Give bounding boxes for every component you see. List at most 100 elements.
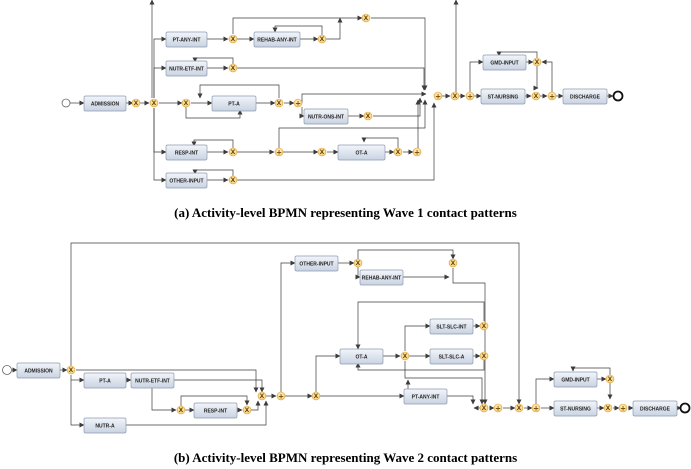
gateway-exclusive: X: [448, 258, 458, 268]
gateway-exclusive: X: [257, 391, 267, 401]
svg-text:X: X: [396, 149, 401, 156]
diagram-a: ADMISSION PT-ANY-INT REHAB-ANY-INT NUTR-…: [61, 0, 624, 189]
gateway-exclusive: X: [66, 365, 76, 375]
task-st-nursing-b: ST-NURSING: [553, 400, 598, 417]
gateways-b: X X X X + X X X X X X X + X + X X +: [66, 258, 628, 415]
task-label: ST-NURSING: [560, 407, 591, 413]
task-label: ADMISSION: [24, 369, 53, 375]
task-label: PT-ANY-INT: [173, 38, 201, 44]
svg-text:X: X: [320, 36, 325, 43]
gateway-exclusive: X: [228, 34, 238, 44]
task-label: NUTR-A: [95, 424, 115, 430]
task-admission-b: ADMISSION: [16, 362, 61, 379]
svg-text:X: X: [260, 393, 265, 400]
gateway-parallel: +: [531, 403, 541, 413]
svg-text:X: X: [134, 100, 139, 107]
gateway-parallel: +: [293, 98, 303, 108]
gateway-exclusive: X: [311, 391, 321, 401]
svg-text:X: X: [453, 93, 458, 100]
gateway-exclusive: X: [361, 13, 371, 23]
svg-text:X: X: [534, 93, 539, 100]
gateway-exclusive: X: [149, 98, 159, 108]
task-other-input-b: OTHER-INPUT: [294, 255, 339, 272]
svg-text:X: X: [231, 36, 236, 43]
gateway-exclusive: X: [176, 405, 186, 415]
svg-text:X: X: [517, 405, 522, 412]
gateway-exclusive: X: [400, 351, 410, 361]
gateway-parallel: +: [274, 147, 284, 157]
task-nutr-etf-int-b: NUTR-ETF-INT: [130, 372, 175, 389]
task-label: RESP-INT: [175, 151, 198, 157]
svg-text:X: X: [606, 405, 611, 412]
task-label: NUTR-ETF-INT: [169, 67, 204, 73]
svg-text:+: +: [278, 393, 284, 401]
task-pt-a-a: PT-A: [211, 95, 257, 112]
gateway-exclusive: X: [317, 147, 327, 157]
svg-text:X: X: [245, 407, 250, 414]
gateway-exclusive: X: [274, 98, 284, 108]
task-gmd-input-a: GMD-INPUT: [482, 54, 527, 71]
gateway-parallel: +: [493, 403, 503, 413]
svg-text:+: +: [435, 93, 441, 101]
diagram-b: ADMISSION PT-A NUTR-ETF-INT RESP-INT NUT…: [2, 242, 691, 434]
task-label: GMD-INPUT: [561, 378, 589, 384]
gateway-parallel: +: [276, 391, 286, 401]
gateway-parallel: +: [412, 147, 422, 157]
gateway-exclusive: X: [605, 374, 615, 384]
task-nutr-a-b: NUTR-A: [83, 417, 127, 434]
end-event-a: [612, 90, 624, 102]
task-nutr-etf-int-a: NUTR-ETF-INT: [165, 60, 208, 77]
task-label: SLT-SLC-INT: [436, 325, 466, 331]
gateway-parallel: +: [465, 91, 475, 101]
task-label: DISCHARGE: [570, 95, 601, 101]
gateway-exclusive: X: [131, 98, 141, 108]
task-ot-a-b: OT-A: [339, 348, 384, 365]
svg-text:+: +: [276, 149, 282, 157]
task-label: GMD-INPUT: [490, 61, 518, 67]
start-event-b: [2, 365, 12, 375]
gateway-exclusive: X: [532, 57, 542, 67]
svg-text:X: X: [608, 376, 613, 383]
svg-text:+: +: [620, 405, 626, 413]
task-slt-slc-int-b: SLT-SLC-INT: [429, 318, 474, 335]
end-event-b: [679, 402, 691, 414]
task-ot-a-a: OT-A: [337, 144, 386, 161]
task-label: RESP-INT: [204, 409, 227, 415]
svg-text:X: X: [535, 59, 540, 66]
svg-text:X: X: [364, 15, 369, 22]
svg-text:X: X: [184, 100, 189, 107]
gateway-exclusive: X: [479, 321, 489, 331]
svg-text:X: X: [482, 405, 487, 412]
task-rehab-any-int-a: REHAB-ANY-INT: [253, 31, 301, 48]
svg-text:X: X: [320, 149, 325, 156]
gateway-exclusive: X: [514, 403, 524, 413]
task-label: NUTR-ETF-INT: [135, 379, 170, 385]
start-event-a: [61, 98, 71, 108]
gateway-exclusive: X: [317, 34, 327, 44]
task-label: REHAB-ANY-INT: [257, 38, 296, 44]
task-label: NUTR-ONS-INT: [308, 115, 344, 121]
svg-text:X: X: [231, 65, 236, 72]
flows-a: [70, 0, 614, 183]
task-pt-any-int-a: PT-ANY-INT: [165, 31, 208, 48]
gateways-a: X X X X X X X X + X X + X X + X + X + X …: [131, 13, 557, 185]
svg-text:X: X: [482, 323, 487, 330]
task-rehab-any-int-b: REHAB-ANY-INT: [359, 269, 404, 286]
gateway-exclusive: X: [353, 258, 363, 268]
task-resp-int-a: RESP-INT: [165, 144, 208, 161]
svg-text:X: X: [366, 113, 371, 120]
svg-text:+: +: [414, 149, 420, 157]
task-slt-slc-a-b: SLT-SLC-A: [429, 348, 474, 365]
gateway-exclusive: X: [393, 147, 403, 157]
svg-text:+: +: [549, 93, 555, 101]
gateway-exclusive: X: [531, 91, 541, 101]
svg-text:+: +: [495, 405, 501, 413]
caption-b: (b) Activity-level BPMN representing Wav…: [173, 450, 518, 465]
svg-text:X: X: [482, 353, 487, 360]
svg-text:X: X: [231, 149, 236, 156]
task-label: OTHER-INPUT: [299, 262, 333, 268]
gateway-exclusive: X: [363, 111, 373, 121]
gateway-exclusive: X: [228, 175, 238, 185]
task-label: OT-A: [356, 151, 368, 157]
